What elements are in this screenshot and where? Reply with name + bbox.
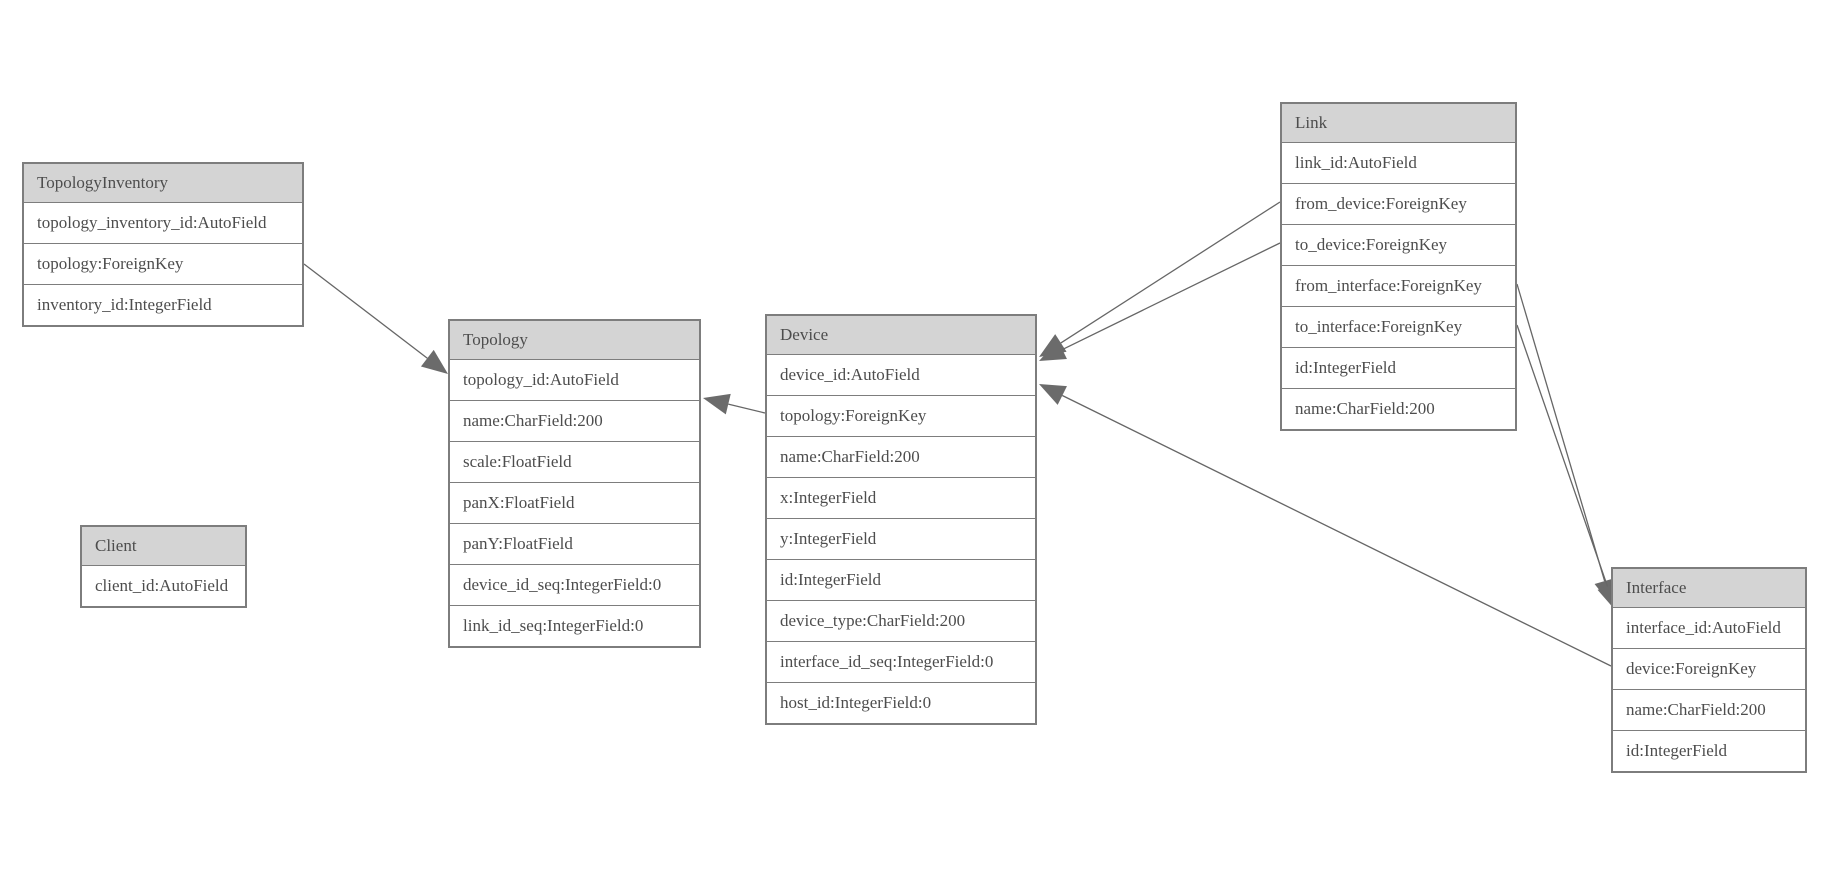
- field-row: topology:ForeignKey: [767, 395, 1035, 436]
- field-row: client_id:AutoField: [82, 565, 245, 606]
- field-row: panY:FloatField: [450, 523, 699, 564]
- field-row: interface_id_seq:IntegerField:0: [767, 641, 1035, 682]
- field-row: device_id_seq:IntegerField:0: [450, 564, 699, 605]
- field-row: to_interface:ForeignKey: [1282, 306, 1515, 347]
- field-row: link_id:AutoField: [1282, 142, 1515, 183]
- table-header: Client: [82, 527, 245, 565]
- field-row: name:CharField:200: [1282, 388, 1515, 429]
- entity-table-topology-inventory: TopologyInventory topology_inventory_id:…: [22, 162, 304, 327]
- table-title: Client: [95, 536, 137, 555]
- field-row: inventory_id:IntegerField: [24, 284, 302, 325]
- arrowhead-icon: [1039, 340, 1067, 361]
- field-row: id:IntegerField: [767, 559, 1035, 600]
- field-row: from_device:ForeignKey: [1282, 183, 1515, 224]
- table-title: Topology: [463, 330, 528, 349]
- entity-table-topology: Topology topology_id:AutoField name:Char…: [448, 319, 701, 648]
- field-row: host_id:IntegerField:0: [767, 682, 1035, 723]
- field-row: topology_id:AutoField: [450, 359, 699, 400]
- field-row: topology_inventory_id:AutoField: [24, 202, 302, 243]
- field-row: name:CharField:200: [450, 400, 699, 441]
- table-title: TopologyInventory: [37, 173, 169, 192]
- arrowhead-icon: [1039, 334, 1067, 357]
- entity-table-client: Client client_id:AutoField: [80, 525, 247, 608]
- arrowhead-icon: [1039, 384, 1067, 405]
- entity-table-device: Device device_id:AutoField topology:Fore…: [765, 314, 1037, 725]
- arrowhead-icon: [420, 349, 448, 374]
- field-row: device:ForeignKey: [1613, 648, 1805, 689]
- relationship-line-link-from_interface-interface: [1516, 283, 1606, 582]
- relationship-line-link-from_device-device: [1060, 201, 1281, 344]
- entity-table-link: Link link_id:AutoField from_device:Forei…: [1280, 102, 1517, 431]
- field-row: from_interface:ForeignKey: [1282, 265, 1515, 306]
- relationship-line-link-to_device-device: [1062, 242, 1281, 351]
- table-header: Topology: [450, 321, 699, 359]
- field-row: name:CharField:200: [1613, 689, 1805, 730]
- field-row: y:IntegerField: [767, 518, 1035, 559]
- table-header: TopologyInventory: [24, 164, 302, 202]
- field-row: scale:FloatField: [450, 441, 699, 482]
- relationship-line-link-to_interface-interface: [1516, 324, 1609, 587]
- table-title: Interface: [1626, 578, 1687, 597]
- relationship-line-interface-device: [1062, 394, 1612, 667]
- field-row: name:CharField:200: [767, 436, 1035, 477]
- relationship-line-topologyinventory-topology: [303, 263, 428, 359]
- field-row: to_device:ForeignKey: [1282, 224, 1515, 265]
- field-row: topology:ForeignKey: [24, 243, 302, 284]
- field-row: link_id_seq:IntegerField:0: [450, 605, 699, 646]
- table-header: Device: [767, 316, 1035, 354]
- arrowhead-icon: [703, 393, 731, 415]
- field-row: panX:FloatField: [450, 482, 699, 523]
- table-title: Link: [1295, 113, 1328, 132]
- field-row: device_type:CharField:200: [767, 600, 1035, 641]
- field-row: id:IntegerField: [1282, 347, 1515, 388]
- field-row: device_id:AutoField: [767, 354, 1035, 395]
- field-row: interface_id:AutoField: [1613, 607, 1805, 648]
- table-header: Link: [1282, 104, 1515, 142]
- relationship-line-device-topology: [728, 403, 766, 414]
- table-title: Device: [780, 325, 829, 344]
- field-row: id:IntegerField: [1613, 730, 1805, 771]
- table-header: Interface: [1613, 569, 1805, 607]
- entity-table-interface: Interface interface_id:AutoField device:…: [1611, 567, 1807, 773]
- field-row: x:IntegerField: [767, 477, 1035, 518]
